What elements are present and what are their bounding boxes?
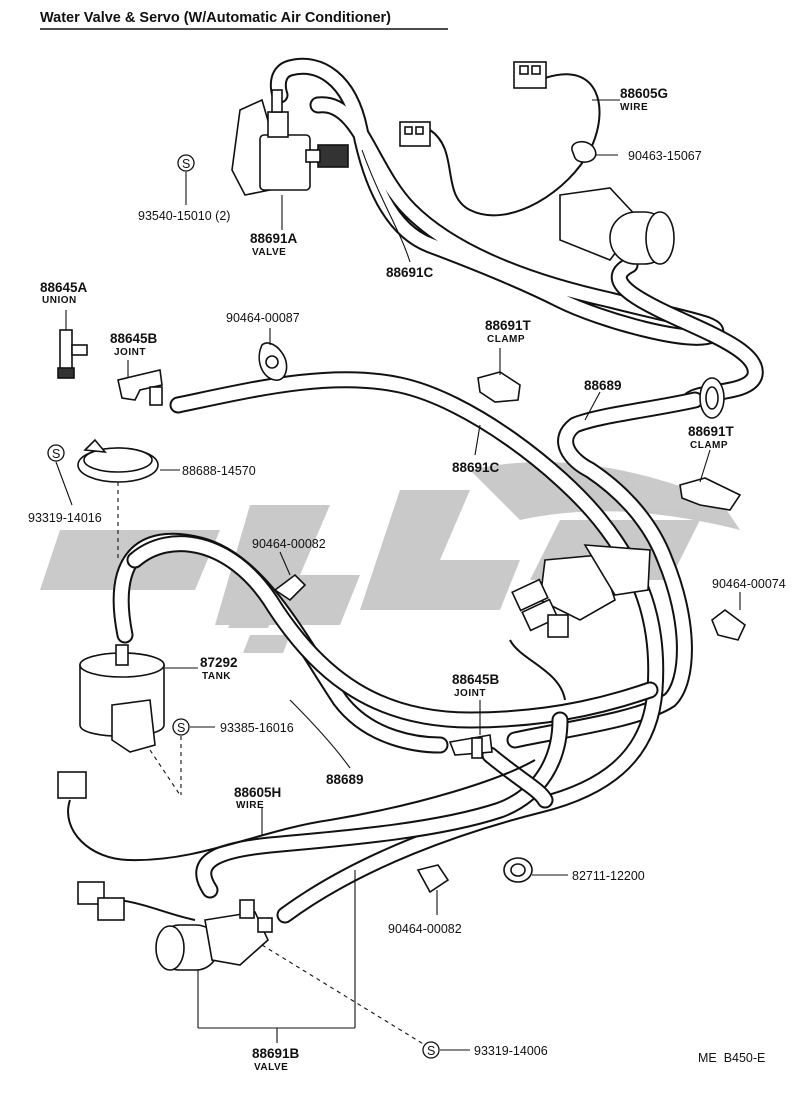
hose-long-return (126, 535, 659, 729)
clamp-band-88688 (77, 438, 159, 483)
wire-88605H (67, 759, 536, 862)
clip-90464-00074 (711, 608, 746, 641)
label-88691A-sub: VALVE (252, 247, 286, 258)
clamp-90464-00087 (258, 342, 288, 381)
s-marker-93319-14006: S (422, 1041, 440, 1059)
label-88605G: 88605G (620, 86, 668, 101)
label-88645A: 88645A (40, 280, 88, 295)
s-marker-93385: S (172, 718, 190, 736)
clamp-82711 (503, 857, 533, 883)
tank-87292 (79, 644, 165, 753)
label-88605H: 88605H (234, 785, 281, 800)
svg-text:S: S (427, 1044, 435, 1058)
svg-text:S: S (52, 447, 60, 461)
label-88645B-mid: 88645B (452, 672, 500, 687)
valve-88691B (155, 899, 273, 971)
label-88691A: 88691A (250, 231, 298, 246)
servo-motor (559, 187, 675, 265)
label-90464-00082-bottom: 90464-00082 (388, 922, 462, 936)
diagram-title: Water Valve & Servo (W/Automatic Air Con… (40, 10, 448, 30)
s-marker-93319-14016: S (47, 444, 65, 462)
wire-servo (509, 639, 566, 701)
label-88645A-sub: UNION (42, 295, 77, 306)
label-82711-12200: 82711-12200 (572, 869, 645, 883)
vacuum-valve (511, 544, 651, 638)
label-88691T-top-sub: CLAMP (487, 334, 525, 345)
s-marker-93540: S (177, 154, 195, 172)
label-90464-00087: 90464-00087 (226, 311, 300, 325)
label-88689-bottom: 88689 (326, 772, 364, 787)
label-93319-14016: 93319-14016 (28, 511, 102, 525)
hose-lower-left (195, 711, 569, 899)
label-88691T-right: 88691T (688, 424, 735, 439)
union-88645A (57, 329, 88, 379)
label-93319-14006: 93319-14006 (474, 1044, 548, 1058)
clip-90464-00082-bottom (416, 864, 450, 894)
svg-text:S: S (177, 721, 185, 735)
label-88645B-top-sub: JOINT (114, 347, 146, 358)
label-87292-sub: TANK (202, 671, 231, 682)
clip-90463-15067 (571, 140, 597, 163)
connector-mid (399, 121, 431, 147)
leader-lines (55, 99, 741, 1051)
hose-88691C-upper (269, 57, 725, 346)
label-88691B-sub: VALVE (254, 1062, 288, 1073)
label-93540-15010: 93540-15010 (2) (138, 209, 230, 223)
diagram-title-text: Water Valve & Servo (W/Automatic Air Con… (40, 10, 391, 26)
label-93385-16016: 93385-16016 (220, 721, 294, 735)
joint-88645B-mid (448, 734, 493, 759)
label-88691C-mid: 88691C (452, 460, 500, 475)
dashed-leaders (117, 482, 426, 1046)
label-88691C-top: 88691C (386, 265, 434, 280)
figure-code: ME B450-E (698, 1051, 765, 1065)
label-88688-14570: 88688-14570 (182, 464, 256, 478)
grommet (699, 377, 725, 419)
label-88605G-sub: WIRE (620, 102, 648, 113)
label-90463-15067: 90463-15067 (628, 149, 702, 163)
hose-joint-branch (481, 746, 554, 809)
clip-90464-00082-top (273, 573, 307, 602)
label-87292: 87292 (200, 655, 238, 670)
connector-88605G (513, 61, 547, 89)
valve-88691A (231, 89, 349, 196)
label-90464-00074: 90464-00074 (712, 577, 786, 591)
wire-88605G (429, 73, 601, 217)
clamp-88691T-top (477, 371, 521, 403)
label-88691B: 88691B (252, 1046, 300, 1061)
label-90464-00082-top: 90464-00082 (252, 537, 326, 551)
clamp-88691T-right (679, 477, 742, 511)
svg-text:S: S (182, 157, 190, 171)
label-88645B-top: 88645B (110, 331, 158, 346)
joint-88645B-top (117, 369, 163, 406)
label-88605H-sub: WIRE (236, 800, 264, 811)
label-88691T-top: 88691T (485, 318, 532, 333)
label-88689-top: 88689 (584, 378, 622, 393)
connector-lower (57, 771, 125, 921)
label-88691T-right-sub: CLAMP (690, 440, 728, 451)
hose-88691C-main (610, 256, 764, 409)
wire-88605H-branch (119, 899, 196, 921)
label-88645B-mid-sub: JOINT (454, 688, 486, 699)
